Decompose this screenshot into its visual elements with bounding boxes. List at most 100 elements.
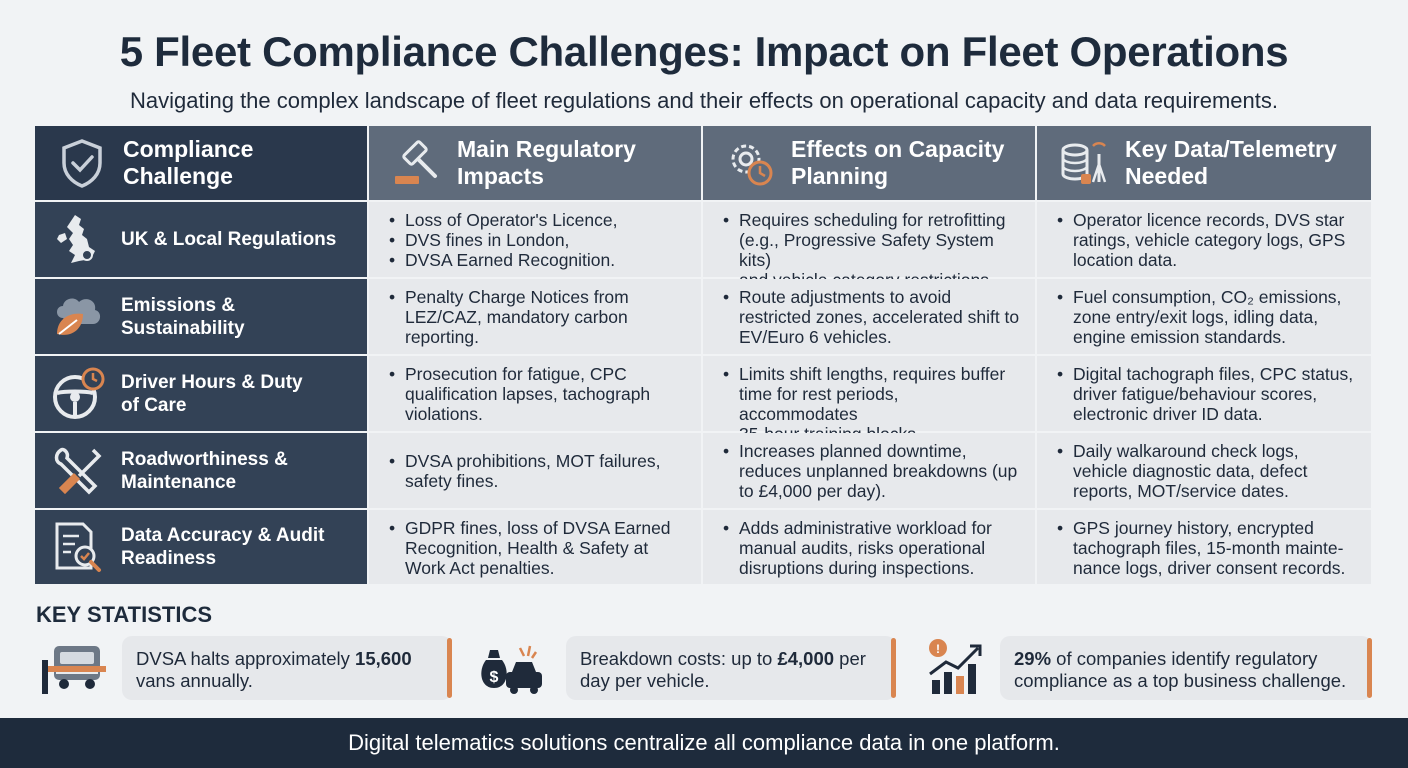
capacity-cell: Limits shift lengths, requires buffertim… bbox=[703, 356, 1037, 444]
challenge-label: Roadworthiness & bbox=[121, 448, 288, 470]
capacity-text: Requires scheduling for retrofitting(e.g… bbox=[715, 210, 1021, 290]
row-roadworthiness: Roadworthiness &Maintenance bbox=[35, 433, 369, 510]
stat-text: vans annually. bbox=[136, 670, 253, 691]
data-cell: Daily walkaround check logs,vehicle diag… bbox=[1037, 433, 1373, 510]
text-line: disruptions during inspections. bbox=[739, 558, 975, 578]
text-line: qualification lapses, tachograph bbox=[405, 384, 651, 404]
capacity-text: Limits shift lengths, requires buffertim… bbox=[715, 364, 1021, 444]
challenge-label: Emissions & bbox=[121, 294, 236, 316]
text-line: location data. bbox=[1073, 250, 1178, 270]
header-label: Planning bbox=[791, 163, 889, 189]
wrench-screwdriver-icon bbox=[54, 447, 102, 494]
steering-wheel-clock-icon bbox=[53, 367, 105, 419]
data-cell: Operator licence records, DVS starrating… bbox=[1037, 202, 1373, 279]
stat-text: DVSA halts approximately bbox=[136, 648, 356, 669]
challenge-label: Driver Hours & Duty bbox=[121, 371, 303, 393]
data-text: Digital tachograph files, CPC status,dri… bbox=[1049, 364, 1357, 424]
text-line: to £4,000 per day). bbox=[739, 481, 886, 501]
text-line: driver fatigue/behaviour scores, bbox=[1073, 384, 1318, 404]
text-line: violations. bbox=[405, 404, 483, 424]
stat-text: compliance as a top business challenge. bbox=[1014, 670, 1347, 691]
impacts-text: DVSA prohibitions, MOT failures,safety f… bbox=[381, 451, 687, 491]
text-line: Route adjustments to avoid bbox=[739, 287, 952, 307]
header-label: Impacts bbox=[457, 163, 544, 189]
stat-card-vans: DVSA halts approximately 15,600 vans annu… bbox=[36, 636, 452, 700]
data-cell: Digital tachograph files, CPC status,dri… bbox=[1037, 356, 1373, 433]
text-line: (e.g., Progressive Safety System kits) bbox=[739, 230, 994, 270]
impact-line: Loss of Operator's Licence, bbox=[381, 210, 687, 230]
text-line: ratings, vehicle category logs, GPS bbox=[1073, 230, 1346, 250]
text-line: Recognition, Health & Safety at bbox=[405, 538, 649, 558]
svg-text:$: $ bbox=[490, 669, 499, 686]
text-line: reduces unplanned breakdowns (up bbox=[739, 461, 1018, 481]
text-line: Limits shift lengths, requires buffer bbox=[739, 364, 1006, 384]
capacity-cell: Increases planned downtime,reduces unpla… bbox=[703, 433, 1037, 510]
van-barrier-icon bbox=[42, 646, 106, 694]
stat-text: day per vehicle. bbox=[580, 670, 710, 691]
challenge-label: Maintenance bbox=[121, 471, 237, 493]
text-line: electronic driver ID data. bbox=[1073, 404, 1263, 424]
text-line: safety fines. bbox=[405, 471, 499, 491]
header-label: Challenge bbox=[123, 163, 233, 189]
stat-value: 15,600 bbox=[355, 648, 412, 669]
money-bag-crash-icon: $ bbox=[481, 645, 542, 694]
text-line: Prosecution for fatigue, CPC bbox=[405, 364, 627, 384]
text-line: restricted zones, accelerated shift to bbox=[739, 307, 1020, 327]
text-line: vehicle diagnostic data, defect bbox=[1073, 461, 1308, 481]
page-title: 5 Fleet Compliance Challenges: Impact on… bbox=[119, 28, 1289, 75]
text-line: manual audits, risks operational bbox=[739, 538, 986, 558]
impact-line: DVSA Earned Recognition. bbox=[381, 250, 687, 270]
text-line: Increases planned downtime, bbox=[739, 441, 967, 461]
footer-banner: Digital telematics solutions centralize … bbox=[0, 718, 1408, 768]
stat-value: £4,000 bbox=[777, 648, 835, 669]
data-text: Fuel consumption, CO₂ emissions,zone ent… bbox=[1049, 287, 1357, 347]
shield-check-icon bbox=[62, 139, 102, 188]
page-subtitle: Navigating the complex landscape of flee… bbox=[130, 88, 1278, 113]
stat-text-box: DVSA halts approximately 15,600 vans annu… bbox=[122, 636, 452, 700]
cloud-leaf-icon bbox=[57, 298, 101, 335]
header-label: Needed bbox=[1125, 163, 1209, 189]
header-label: Compliance bbox=[123, 136, 254, 162]
text-line: tachograph files, 15-month mainte- bbox=[1073, 538, 1344, 558]
header-label: Key Data/Telemetry bbox=[1125, 136, 1337, 162]
text-line: engine emission standards. bbox=[1073, 327, 1287, 347]
text-line: GDPR fines, loss of DVSA Earned bbox=[405, 518, 671, 538]
data-cell: Fuel consumption, CO₂ emissions,zone ent… bbox=[1037, 279, 1373, 356]
database-antenna-icon bbox=[1061, 142, 1107, 184]
challenge-label: UK & Local Regulations bbox=[121, 229, 337, 250]
document-magnifier-icon bbox=[55, 522, 101, 572]
impact-line: DVS fines in London, bbox=[381, 230, 687, 250]
impacts-cell: GDPR fines, loss of DVSA EarnedRecogniti… bbox=[369, 510, 703, 586]
text-line: reports, MOT/service dates. bbox=[1073, 481, 1289, 501]
capacity-text: Increases planned downtime,reduces unpla… bbox=[715, 441, 1021, 501]
data-cell: GPS journey history, encryptedtachograph… bbox=[1037, 510, 1373, 586]
text-line: reporting. bbox=[405, 327, 479, 347]
text-line: GPS journey history, encrypted bbox=[1073, 518, 1314, 538]
impacts-cell: DVSA prohibitions, MOT failures,safety f… bbox=[369, 433, 703, 510]
data-text: GPS journey history, encryptedtachograph… bbox=[1049, 518, 1357, 578]
rising-chart-icon: ! bbox=[929, 639, 982, 694]
stats-heading: KEY STATISTICS bbox=[36, 602, 213, 627]
gavel-icon bbox=[395, 140, 437, 184]
header-label: Effects on Capacity bbox=[791, 136, 1005, 162]
text-line: Daily walkaround check logs, bbox=[1073, 441, 1299, 461]
challenge-label: Sustainability bbox=[121, 317, 245, 339]
row-uk-local-regulations: UK & Local Regulations bbox=[35, 202, 369, 279]
gear-clock-icon bbox=[731, 144, 773, 186]
capacity-cell: Requires scheduling for retrofitting(e.g… bbox=[703, 202, 1037, 290]
text-line: Penalty Charge Notices from bbox=[405, 287, 629, 307]
challenge-label: Data Accuracy & Audit bbox=[121, 525, 325, 546]
impacts-cell: Loss of Operator's Licence, DVS fines in… bbox=[369, 202, 703, 279]
text-line: nance logs, driver consent records. bbox=[1073, 558, 1346, 578]
text-line: zone entry/exit logs, idling data, bbox=[1073, 307, 1319, 327]
text-line: Adds administrative workload for bbox=[739, 518, 992, 538]
